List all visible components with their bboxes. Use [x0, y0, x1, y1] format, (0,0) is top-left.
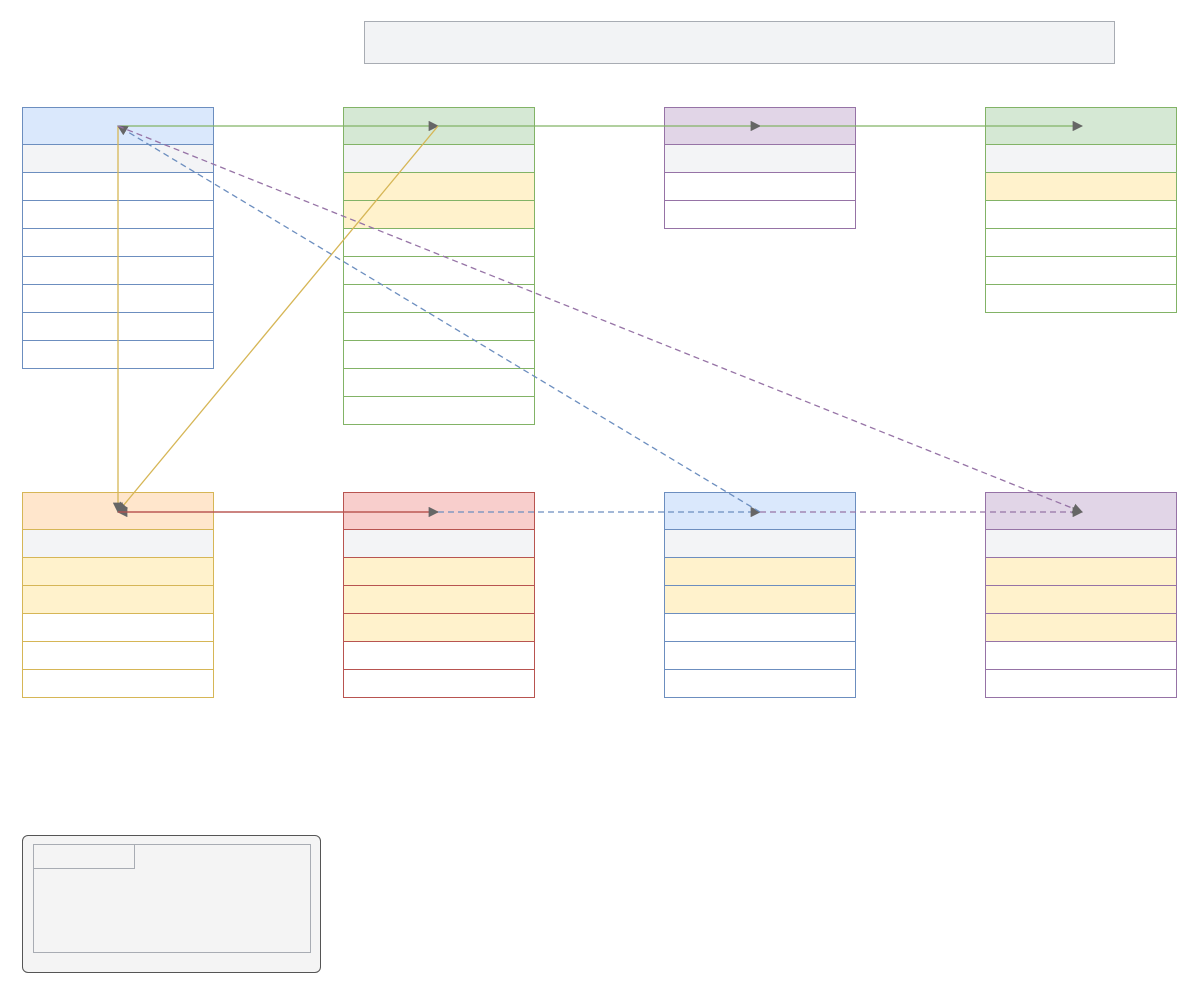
legend — [22, 835, 321, 973]
diagram-title-box — [364, 21, 1115, 64]
legend-inner-frame — [33, 844, 311, 953]
table-row — [343, 173, 535, 201]
table-row — [664, 586, 856, 614]
table-row — [664, 558, 856, 586]
table-row — [22, 173, 214, 201]
table-row — [343, 614, 535, 642]
table-row — [343, 313, 535, 341]
table-row — [22, 145, 214, 173]
table-header — [664, 107, 856, 145]
table-header — [985, 107, 1177, 145]
table-header — [22, 492, 214, 530]
table-row — [343, 201, 535, 229]
table-row — [343, 530, 535, 558]
table-row — [985, 614, 1177, 642]
table-row — [22, 313, 214, 341]
table-row — [343, 257, 535, 285]
table-header — [985, 492, 1177, 530]
table-row — [985, 586, 1177, 614]
table-row — [22, 558, 214, 586]
legend-title-box — [34, 845, 135, 869]
entity-table-6 — [343, 492, 535, 698]
table-row — [343, 369, 535, 397]
table-row — [664, 201, 856, 229]
table-row — [985, 558, 1177, 586]
table-row — [664, 614, 856, 642]
table-row — [22, 341, 214, 369]
table-row — [664, 530, 856, 558]
table-row — [343, 341, 535, 369]
table-row — [22, 586, 214, 614]
entity-table-4 — [985, 107, 1177, 313]
diagram-title — [365, 26, 1114, 41]
link-t1-t8 — [117, 125, 1083, 514]
table-row — [343, 642, 535, 670]
table-row — [985, 670, 1177, 698]
table-row — [22, 257, 214, 285]
entity-table-1 — [22, 107, 214, 369]
table-header — [664, 492, 856, 530]
table-row — [22, 530, 214, 558]
table-row — [664, 173, 856, 201]
table-row — [22, 201, 214, 229]
table-header — [22, 107, 214, 145]
table-row — [343, 397, 535, 425]
table-row — [985, 285, 1177, 313]
table-row — [22, 285, 214, 313]
table-row — [343, 670, 535, 698]
table-header — [343, 492, 535, 530]
table-header — [343, 107, 535, 145]
table-row — [985, 530, 1177, 558]
table-row — [985, 229, 1177, 257]
table-row — [343, 145, 535, 173]
table-row — [343, 285, 535, 313]
table-row — [22, 229, 214, 257]
table-row — [664, 670, 856, 698]
table-row — [343, 558, 535, 586]
table-row — [985, 173, 1177, 201]
entity-table-7 — [664, 492, 856, 698]
entity-table-2 — [343, 107, 535, 425]
table-row — [664, 642, 856, 670]
table-row — [22, 670, 214, 698]
entity-table-3 — [664, 107, 856, 229]
table-row — [985, 642, 1177, 670]
table-row — [343, 229, 535, 257]
table-row — [664, 145, 856, 173]
table-row — [343, 586, 535, 614]
table-row — [985, 201, 1177, 229]
table-row — [985, 145, 1177, 173]
table-row — [985, 257, 1177, 285]
table-row — [22, 642, 214, 670]
entity-table-5 — [22, 492, 214, 698]
table-row — [22, 614, 214, 642]
entity-table-8 — [985, 492, 1177, 698]
